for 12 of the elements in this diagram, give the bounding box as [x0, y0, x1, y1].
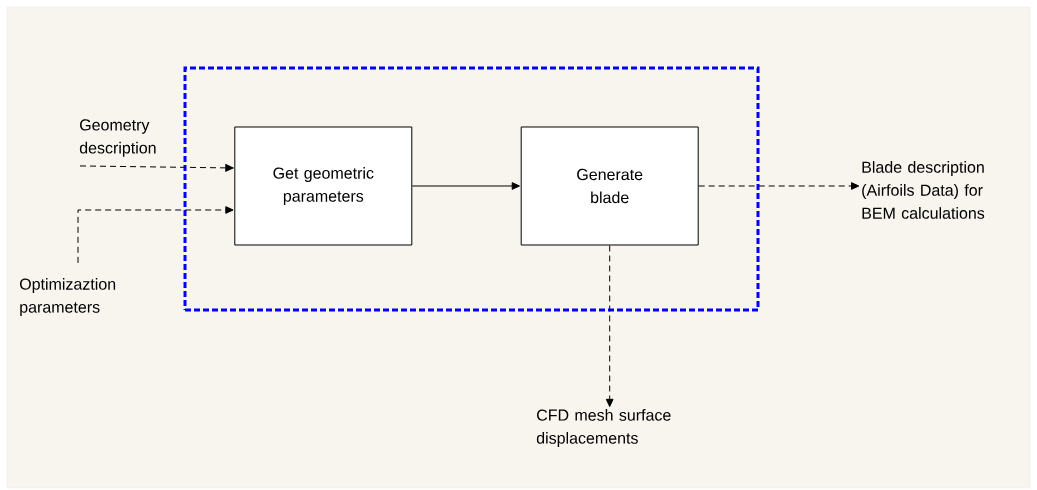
process-box: Get geometric parameters: [234, 126, 413, 246]
dashed-frame: [183, 66, 760, 312]
arrow: [77, 206, 234, 264]
arrow: [411, 182, 520, 190]
arrow: [605, 245, 614, 408]
arrow: [698, 182, 860, 190]
text-label: Geometry description: [79, 119, 156, 157]
arrow: [79, 164, 234, 172]
process-box: Generate blade: [520, 126, 699, 246]
text-label: CFD mesh surface displacements: [536, 409, 671, 447]
text-label: Optimizaztion parameters: [19, 278, 116, 316]
text-label: Blade description (Airfoils Data) for BEM calculations: [862, 161, 985, 219]
